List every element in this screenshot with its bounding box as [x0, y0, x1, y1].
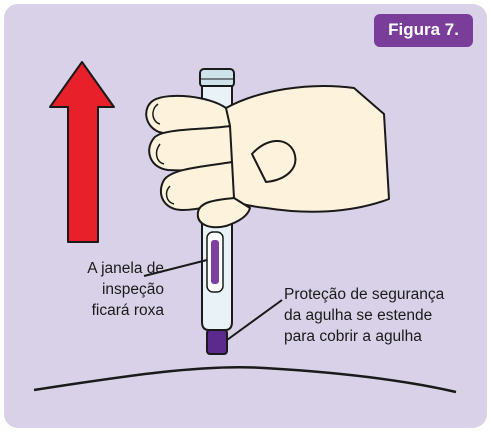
inspection-window-label-line: A janela de — [87, 260, 164, 277]
needle-shield-label: Proteção de segurança da agulha se esten… — [284, 284, 484, 347]
figure-panel: Figura 7. A janela de inspeção ficará ro… — [4, 4, 487, 428]
inspection-window-label-line: ficará roxa — [91, 302, 164, 319]
up-arrow-icon — [49, 61, 115, 243]
needle-shield-label-line: Proteção de segurança — [284, 286, 445, 303]
inspection-window-label-line: inspeção — [101, 281, 164, 298]
injection-pen-icon — [199, 68, 235, 355]
hand-holding-pen-icon — [145, 85, 390, 229]
needle-shield-label-line: para cobrir a agulha — [284, 328, 422, 345]
inspection-window-label: A janela de inspeção ficará roxa — [32, 258, 164, 321]
inspection-window — [206, 231, 224, 293]
figure-illustration — [33, 61, 457, 394]
window-leader-line — [143, 259, 208, 277]
needle-shield-label-line: da agulha se estende — [284, 307, 433, 324]
skin-surface-line — [33, 365, 457, 394]
shield-leader-line — [226, 299, 283, 341]
figure-title-badge: Figura 7. — [374, 14, 473, 47]
needle-shield — [206, 329, 228, 355]
